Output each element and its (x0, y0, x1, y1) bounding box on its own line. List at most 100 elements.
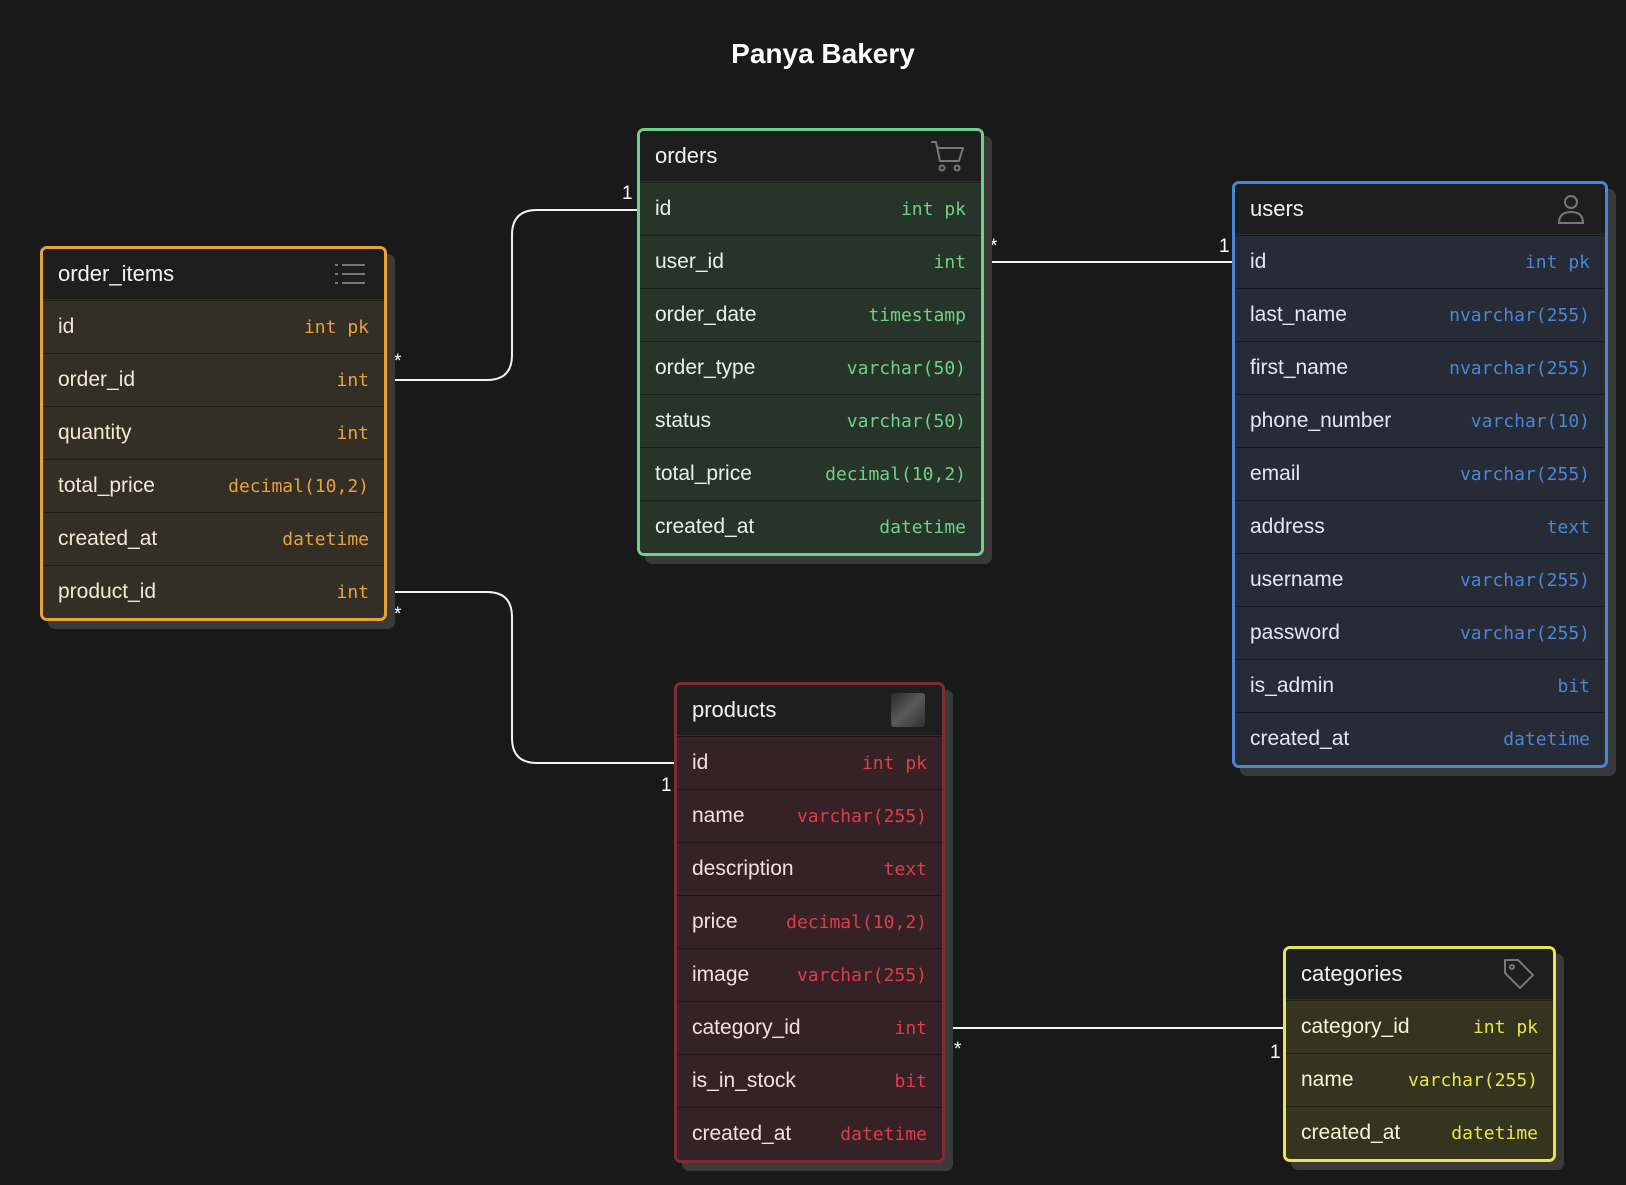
field-type: text (1546, 516, 1590, 538)
field-type: int (336, 369, 369, 391)
field-name: order_date (655, 303, 757, 326)
image-icon (889, 691, 927, 729)
field-name: created_at (58, 527, 158, 550)
field-name: name (1301, 1068, 1354, 1091)
field-name: is_in_stock (692, 1069, 796, 1092)
field-name: email (1250, 462, 1301, 485)
field-name: price (692, 910, 738, 933)
user-icon (1552, 190, 1590, 228)
field-name: image (692, 963, 750, 986)
field-type: int pk (900, 198, 966, 220)
field-name: username (1250, 568, 1344, 591)
field-type: int pk (1524, 251, 1590, 273)
field-row-phone-number[interactable]: phone_number varchar(10) (1235, 394, 1605, 447)
cardinality-label: 1 (661, 775, 672, 796)
field-row-status[interactable]: status varchar(50) (640, 394, 981, 447)
field-type: varchar(10) (1470, 410, 1590, 432)
field-name: created_at (655, 515, 755, 538)
field-row-product-id[interactable]: product_id int (43, 565, 384, 618)
field-type: varchar(255) (796, 805, 927, 827)
field-type: int pk (861, 752, 927, 774)
field-name: last_name (1250, 303, 1347, 326)
field-type: int pk (1472, 1016, 1538, 1038)
field-row-category-id[interactable]: category_id int pk (1286, 1000, 1553, 1053)
field-row-created-at[interactable]: created_at datetime (640, 500, 981, 553)
table-name: order_items (58, 261, 175, 286)
field-name: phone_number (1250, 409, 1392, 432)
field-name: created_at (1250, 727, 1350, 750)
field-row-address[interactable]: address text (1235, 500, 1605, 553)
tag-icon (1500, 955, 1538, 993)
table-header[interactable]: order_items (43, 249, 384, 300)
table-header[interactable]: orders (640, 131, 981, 182)
table-header[interactable]: products (677, 685, 942, 736)
field-name: product_id (58, 580, 157, 603)
field-name: address (1250, 515, 1325, 538)
field-name: user_id (655, 250, 724, 273)
diagram-title: Panya Bakery (731, 38, 915, 69)
list-icon (331, 255, 369, 293)
cardinality-label: 1 (1219, 236, 1230, 257)
field-type: varchar(50) (846, 357, 966, 379)
field-type: text (883, 858, 927, 880)
field-row-created-at[interactable]: created_at datetime (1286, 1106, 1553, 1159)
table-header[interactable]: users (1235, 184, 1605, 235)
field-type: varchar(50) (846, 410, 966, 432)
field-name: category_id (692, 1016, 801, 1039)
field-name: id (58, 315, 75, 338)
field-type: datetime (840, 1123, 927, 1145)
field-name: created_at (1301, 1121, 1401, 1144)
table-header[interactable]: categories (1286, 949, 1553, 1000)
field-type: nvarchar(255) (1449, 304, 1590, 326)
field-type: datetime (1503, 728, 1590, 750)
field-name: category_id (1301, 1015, 1410, 1038)
field-type: int (336, 581, 369, 603)
table-name: products (692, 697, 777, 722)
field-row-created-at[interactable]: created_at datetime (1235, 712, 1605, 765)
cardinality-label: * (954, 1039, 962, 1060)
table-name: categories (1301, 961, 1403, 986)
field-type: datetime (879, 516, 966, 538)
field-type: int (336, 422, 369, 444)
relationship-order-items-products (383, 591, 681, 764)
field-name: id (692, 751, 709, 774)
field-name: total_price (655, 462, 752, 485)
field-row-last-name[interactable]: last_name nvarchar(255) (1235, 288, 1605, 341)
field-type: datetime (1451, 1122, 1538, 1144)
field-row-id[interactable]: id int pk (677, 736, 942, 789)
table-name: users (1250, 196, 1304, 221)
field-type: varchar(255) (1459, 622, 1590, 644)
field-name: status (655, 409, 712, 432)
cardinality-label: * (394, 604, 402, 625)
cardinality-label: 1 (622, 183, 633, 204)
